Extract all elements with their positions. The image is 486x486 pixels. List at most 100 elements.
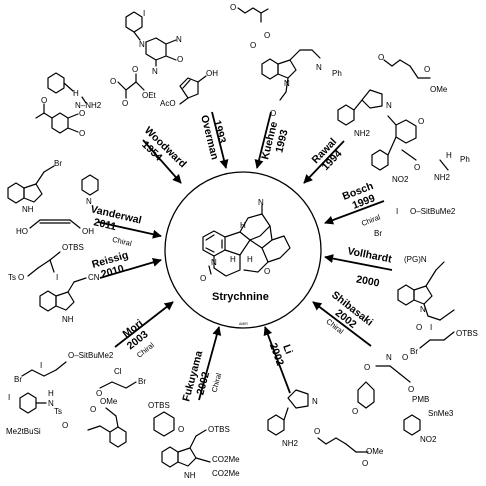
- shibasaki-opmb: O: [408, 385, 414, 394]
- strychnine-label: Strychnine: [212, 291, 269, 303]
- mori-ts: Ts: [54, 407, 62, 416]
- arrow-kuehne: [254, 111, 272, 169]
- overman-i: I: [143, 9, 145, 18]
- overman-molecules: [125, 11, 207, 105]
- label-kuehne: Kuehne 1993: [259, 120, 290, 160]
- shibasaki-n: N: [386, 353, 392, 362]
- reissig-i: I: [56, 273, 58, 282]
- woodward-ome1: O: [79, 109, 85, 118]
- svg-text:1993: 1993: [273, 128, 290, 154]
- mori-br2: Br: [138, 377, 146, 386]
- svg-text:Chiral: Chiral: [360, 212, 382, 228]
- fukuyama-otbs1: OTBS: [148, 401, 170, 410]
- bosch-h: H: [446, 151, 452, 160]
- arrow-vollhardt: [324, 254, 393, 271]
- kuehne-o1: O: [264, 31, 270, 40]
- mori-me2tbusi: Me2tBuSi: [6, 427, 41, 436]
- overman-n3: N: [152, 67, 158, 76]
- svg-text:1993: 1993: [211, 119, 228, 145]
- woodward-ox-o3: O: [110, 77, 116, 86]
- svg-text:Li: Li: [280, 343, 294, 356]
- shibasaki-o2: O: [402, 353, 408, 362]
- shibasaki-o1: O: [364, 363, 370, 372]
- strychnine-o-carbonyl: O: [200, 274, 206, 283]
- li-o1: O: [314, 427, 320, 436]
- reissig-cn: CN: [88, 273, 100, 282]
- arrow-overman: [211, 111, 229, 169]
- shibasaki-pmb: PMB: [412, 395, 429, 404]
- shibasaki-i: I: [430, 323, 432, 332]
- overman-n2: N: [176, 35, 182, 44]
- vollhardt-o: O: [416, 323, 422, 332]
- vollhardt-pgn: (PG)N: [404, 255, 427, 264]
- arrow-fukuyama: [198, 326, 222, 401]
- arrows: [97, 111, 393, 401]
- mori-n: N: [48, 399, 54, 408]
- mori-o1: O: [96, 389, 102, 398]
- label-vanderwal: Vanderwal 2011 Chiral: [89, 203, 142, 248]
- fukuyama-molecules: [153, 411, 211, 468]
- li-molecules: [267, 389, 369, 453]
- overman-o: O: [177, 55, 183, 64]
- li-ome: OMe: [366, 447, 384, 456]
- overman-n1: N: [139, 40, 145, 49]
- strychnine-o-ether: O: [264, 267, 270, 276]
- arrow-mori: [114, 301, 174, 348]
- strychnine-h2: H: [247, 255, 253, 264]
- strychnine-structure: [202, 204, 291, 277]
- vanderwal-nh: NH: [22, 205, 34, 214]
- vanderwal-ho: HO: [16, 227, 28, 236]
- rawal-nh2: NH2: [354, 129, 371, 138]
- shibasaki-otbs: OTBS: [456, 329, 478, 338]
- vanderwal-pyridine-n: N: [86, 197, 92, 206]
- fukuyama-otbs2: OTBS: [208, 425, 230, 434]
- kuehne-ac-o: O: [270, 109, 276, 118]
- arrow-bosch: [324, 200, 385, 225]
- shibasaki-br: Br: [410, 347, 418, 356]
- rawal-o1: O: [378, 53, 384, 62]
- label-woodward: Woodward 1954: [139, 125, 188, 171]
- arrow-vanderwal: [97, 221, 162, 239]
- kuehne-ph: Ph: [332, 69, 342, 78]
- reissig-o: O: [18, 273, 24, 282]
- label-overman: Overman 1993: [198, 114, 228, 161]
- bosch-osi: O–SitBuMe2: [410, 207, 456, 216]
- label-mori: Mori 2003 Chiral: [120, 317, 156, 360]
- svg-text:2000: 2000: [355, 273, 380, 289]
- li-o2: O: [362, 459, 368, 468]
- rawal-ome: OMe: [430, 85, 448, 94]
- kuehne-molecules: [237, 7, 321, 101]
- reissig-tso: Ts: [8, 273, 16, 282]
- arrow-shibasaki: [312, 301, 372, 347]
- bosch-o2: O: [414, 163, 420, 172]
- strychnine-n-top: N: [258, 198, 264, 207]
- mori-o2: O: [90, 405, 96, 414]
- label-fukuyama: Fukuyama 2002 Chiral: [180, 349, 223, 402]
- arrow-rawal: [303, 140, 345, 184]
- reissig-otbs: OTBS: [62, 243, 84, 252]
- reissig-molecules: [27, 251, 87, 312]
- strychnine-n-bottom: N: [211, 258, 217, 267]
- label-bosch: Bosch 1999 Chiral: [341, 180, 382, 228]
- strychnine-h1: H: [230, 255, 236, 264]
- rawal-n: N: [386, 101, 392, 110]
- mori-molecules: [19, 361, 137, 448]
- rawal-o2: O: [424, 65, 430, 74]
- strychnine-h3: H: [240, 221, 246, 230]
- mori-osi: O–SitBuMe2: [68, 351, 114, 360]
- shibasaki-no2: NO2: [420, 435, 437, 444]
- shibasaki-ketone-o: O: [352, 407, 358, 416]
- woodward-ox-o1: O: [122, 99, 128, 108]
- vollhardt-molecules: [397, 261, 455, 321]
- woodward-hydrazine-n: N–NH2: [75, 101, 102, 110]
- bosch-molecules: [371, 115, 449, 171]
- arrow-woodward: [142, 139, 182, 184]
- shibasaki-snme3: SnMe3: [428, 409, 454, 418]
- watermark: AMIR: [239, 322, 248, 326]
- vollhardt-n: N: [420, 305, 426, 314]
- svg-text:2011: 2011: [92, 216, 117, 233]
- mori-h: H: [48, 389, 54, 398]
- mori-ome: OMe: [100, 397, 118, 406]
